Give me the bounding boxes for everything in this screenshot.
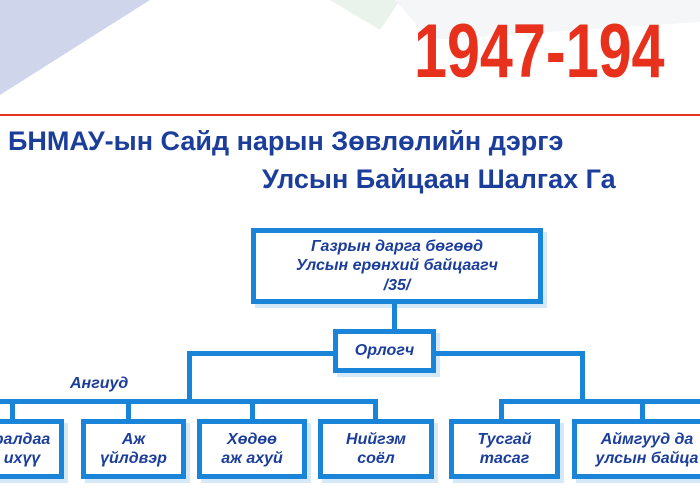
dept-5-line-1: Тусгай: [477, 430, 532, 448]
deputy-box: Орлогч: [333, 329, 436, 373]
drop-dept-1: [10, 399, 15, 421]
dept-box-6: Аймгууд да улсын байца: [572, 419, 700, 479]
dept-1-line-1: ралдаа: [0, 430, 51, 448]
drop-dept-3: [250, 399, 255, 421]
dept-box-3: Хөдөө аж ахуй: [197, 419, 307, 479]
dept-6-line-1: Аймгууд да: [600, 430, 694, 448]
drop-dept-2: [126, 399, 131, 421]
dept-box-4: Нийгэм соёл: [318, 419, 434, 479]
connector-left-branch-horizontal: [187, 351, 337, 356]
background-decoration: [0, 0, 700, 95]
connector-left-group-bar: [0, 399, 378, 404]
head-box-line-3: /35/: [383, 276, 411, 294]
dept-1-line-2: ихүү: [3, 450, 41, 467]
connector-right-branch-horizontal: [433, 351, 585, 356]
title-line-2: Улсын Байцаан Шалгах Га: [262, 164, 616, 194]
title-line-1: БНМАУ-ын Сайд нарын Зөвлөлийн дэргэ: [8, 126, 564, 156]
departments-group-label: Ангиуд: [70, 375, 129, 392]
dept-2-line-1: Аж: [121, 430, 146, 448]
connector-top-to-deputy: [392, 300, 397, 330]
dept-6-line-2: улсын байца: [595, 450, 699, 467]
dept-box-1: ралдаа ихүү: [0, 419, 64, 479]
head-box: Газрын дарга бөгөөд Улсын ерөнхий байцаа…: [251, 228, 543, 304]
connector-left-branch-down: [187, 351, 192, 401]
drop-dept-4: [373, 399, 378, 421]
dept-3-line-1: Хөдөө: [227, 430, 277, 448]
deputy-label: Орлогч: [354, 342, 415, 360]
header-divider: [0, 114, 700, 116]
head-box-line-1: Газрын дарга бөгөөд: [310, 238, 484, 256]
dept-2-line-2: үйлдвэр: [100, 450, 167, 467]
dept-5-line-2: тасаг: [479, 450, 530, 467]
drop-dept-6: [640, 399, 645, 421]
drop-dept-5: [499, 399, 504, 421]
dept-4-line-2: соёл: [357, 450, 395, 467]
connector-right-group-bar: [499, 399, 700, 404]
year-range: 1947-194: [414, 9, 665, 94]
dept-4-line-1: Нийгэм: [346, 430, 406, 448]
connector-right-branch-down: [580, 351, 585, 401]
dept-3-line-2: аж ахуй: [221, 450, 283, 467]
dept-box-5: Тусгай тасаг: [449, 419, 560, 479]
head-box-line-2: Улсын ерөнхий байцаагч: [295, 257, 498, 275]
dept-box-2: Аж үйлдвэр: [81, 419, 186, 479]
